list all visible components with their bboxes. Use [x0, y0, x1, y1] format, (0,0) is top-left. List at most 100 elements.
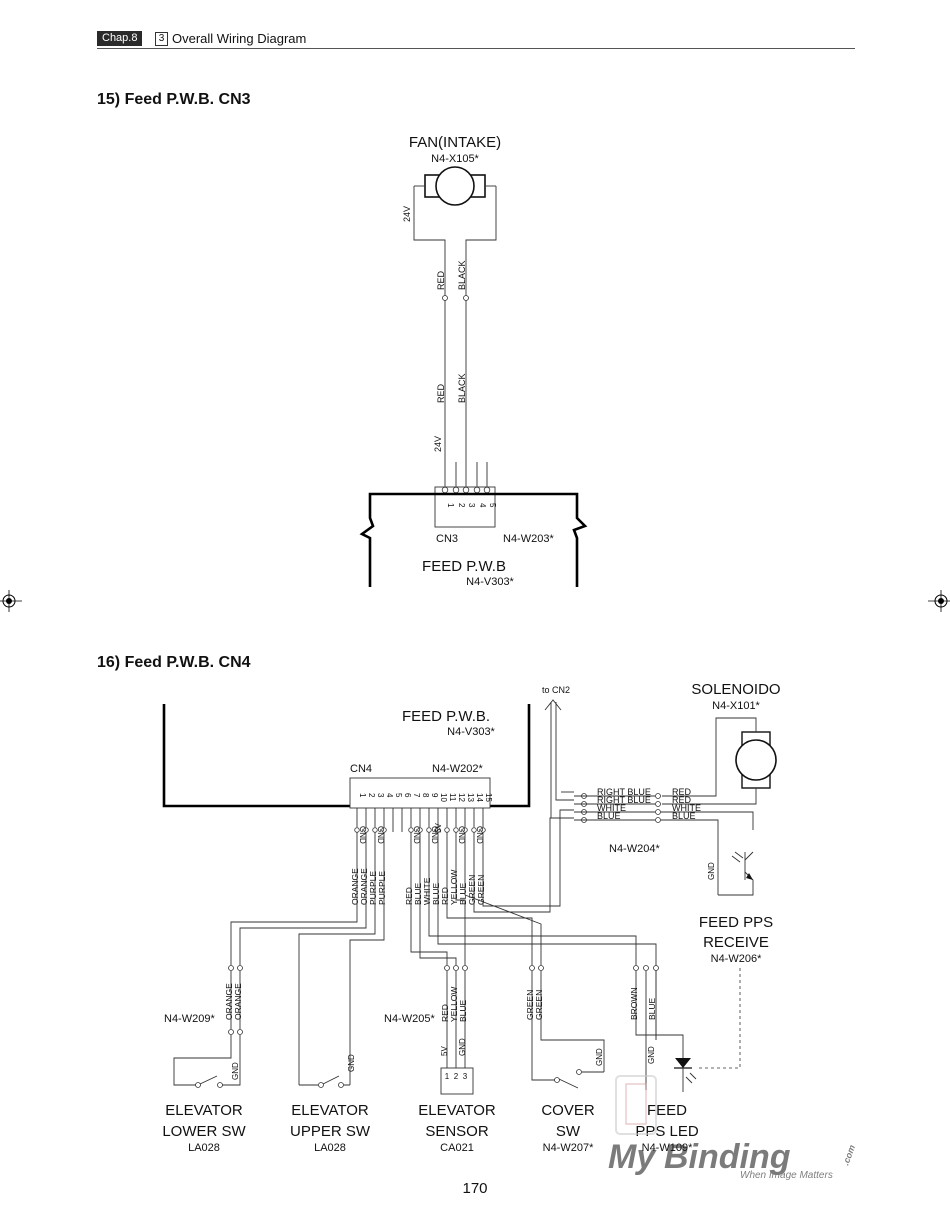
solenoid-name: SOLENOIDO	[691, 681, 780, 698]
svg-text:ORANGE: ORANGE	[224, 983, 234, 1020]
registration-mark-right	[928, 590, 950, 612]
svg-text:2: 2	[454, 1072, 459, 1081]
cover-sw-part: N4-W207*	[543, 1142, 594, 1154]
cn4-board-part: N4-V303*	[447, 726, 495, 738]
svg-text:PURPLE: PURPLE	[377, 871, 387, 905]
pps-receive-line1: FEED PPS	[699, 914, 773, 931]
svg-text:ORANGE: ORANGE	[359, 868, 369, 905]
svg-text:BLUE: BLUE	[458, 882, 468, 905]
svg-text:5: 5	[488, 503, 497, 508]
feed-pwb-board-cn4	[162, 704, 531, 808]
svg-text:RIGHT BLUE: RIGHT BLUE	[597, 795, 651, 805]
svg-text:3: 3	[467, 503, 476, 508]
svg-text:GND: GND	[475, 826, 484, 844]
fan-name: FAN(INTAKE)	[409, 134, 501, 151]
fan-voltage-label: 24V	[402, 206, 412, 222]
svg-text:My: My	[608, 1138, 657, 1176]
svg-text:YELLOW: YELLOW	[449, 870, 459, 905]
elevator-lower-switch	[195, 1075, 223, 1088]
cn4-wiring	[230, 809, 657, 1085]
page-header: Chap.8 3 Overall Wiring Diagram	[97, 30, 855, 49]
svg-text:BLUE: BLUE	[597, 811, 621, 821]
feed-led-part: N4-W109*	[642, 1142, 693, 1154]
feed-led-line1: FEED	[647, 1102, 687, 1119]
cn4-board-name: FEED P.W.B.	[402, 708, 490, 725]
fan-junction-red	[442, 295, 448, 301]
cn3-board-part: N4-V303*	[466, 576, 514, 588]
registration-mark-left	[0, 590, 22, 612]
pps-receive-line2: RECEIVE	[703, 934, 769, 951]
cover-sw-line2: SW	[556, 1123, 581, 1140]
svg-text:WHITE: WHITE	[422, 877, 432, 905]
page-number: 170	[462, 1180, 488, 1197]
svg-text:ORANGE: ORANGE	[233, 983, 243, 1020]
harness-w209-part: N4-W209*	[164, 1013, 215, 1025]
elevator-lower-line2: LOWER SW	[162, 1123, 246, 1140]
cn3-part: N4-W203*	[503, 533, 554, 545]
harness-w204-part: N4-W204*	[609, 843, 660, 855]
svg-text:1: 1	[358, 793, 367, 798]
svg-text:Binding: Binding	[664, 1138, 791, 1176]
fan-junction-black	[463, 295, 469, 301]
svg-text:GND: GND	[458, 1038, 467, 1056]
svg-text:WHITE: WHITE	[672, 803, 701, 813]
svg-text:GND: GND	[412, 826, 421, 844]
svg-text:.com: .com	[840, 1144, 857, 1167]
svg-text:When Image Matters: When Image Matters	[740, 1170, 833, 1181]
svg-text:5V: 5V	[440, 1046, 449, 1056]
cn3-board-name: FEED P.W.B	[422, 558, 506, 575]
fan-part: N4-X105*	[431, 153, 479, 165]
svg-text:3: 3	[463, 1072, 468, 1081]
svg-text:12: 12	[457, 793, 466, 802]
svg-text:GND: GND	[647, 1046, 656, 1064]
feed-led-line2: PPS LED	[635, 1123, 699, 1140]
svg-text:ORANGE: ORANGE	[350, 868, 360, 905]
svg-text:BLUE: BLUE	[647, 997, 657, 1020]
feed-pwb-board-cn3	[359, 492, 588, 587]
svg-text:RIGHT BLUE: RIGHT BLUE	[597, 787, 651, 797]
cover-switch: GREEN GREEN GND	[525, 965, 605, 1089]
cn3-name: CN3	[436, 533, 458, 545]
svg-text:BLUE: BLUE	[458, 999, 468, 1022]
svg-text:2: 2	[367, 793, 376, 798]
svg-text:GND: GND	[707, 862, 716, 880]
svg-text:5: 5	[394, 793, 403, 798]
svg-text:RED: RED	[440, 887, 450, 905]
svg-text:GND: GND	[376, 826, 385, 844]
elevator-upper-switch: GND	[299, 1054, 356, 1088]
svg-text:PURPLE: PURPLE	[368, 871, 378, 905]
fan-intake: FAN(INTAKE) N4-X105*	[409, 134, 501, 298]
svg-text:GREEN: GREEN	[467, 875, 477, 905]
harness-w204	[574, 793, 754, 895]
elevator-sensor-line1: ELEVATOR	[418, 1102, 496, 1119]
feed-pps-led: BROWN BLUE GND	[629, 965, 697, 1092]
cn3-wire-black-lower: BLACK	[457, 373, 467, 403]
svg-text:10: 10	[439, 793, 448, 802]
chapter-badge: Chap.8	[97, 31, 143, 46]
svg-text:3: 3	[376, 793, 385, 798]
elevator-upper-part: LA028	[314, 1142, 346, 1154]
svg-text:RED: RED	[440, 1004, 450, 1022]
svg-text:GND: GND	[457, 826, 466, 844]
header-title: Overall Wiring Diagram	[172, 31, 307, 46]
elevator-upper-line2: UPPER SW	[290, 1123, 371, 1140]
svg-text:WHITE: WHITE	[597, 803, 626, 813]
to-cn2-label: to CN2	[542, 685, 570, 695]
svg-text:GREEN: GREEN	[534, 990, 544, 1020]
svg-text:15: 15	[484, 793, 493, 802]
cn4-part: N4-W202*	[432, 763, 483, 775]
svg-text:BLUE: BLUE	[672, 811, 696, 821]
svg-text:9: 9	[430, 793, 439, 798]
svg-text:GND: GND	[231, 1062, 240, 1080]
cn3-voltage-label: 24V	[433, 436, 443, 452]
harness-w209: ORANGE ORANGE GND N4-W209*	[164, 965, 243, 1086]
svg-text:4: 4	[385, 793, 394, 798]
to-cn2-arrow	[544, 699, 574, 818]
cn3-wire-red-upper: RED	[436, 270, 446, 290]
cn4-name: CN4	[350, 763, 372, 775]
svg-text:BLUE: BLUE	[431, 882, 441, 905]
svg-text:13: 13	[466, 793, 475, 802]
svg-text:1: 1	[445, 1072, 450, 1081]
cn3-wire-black-upper: BLACK	[457, 260, 467, 290]
svg-text:8: 8	[421, 793, 430, 798]
